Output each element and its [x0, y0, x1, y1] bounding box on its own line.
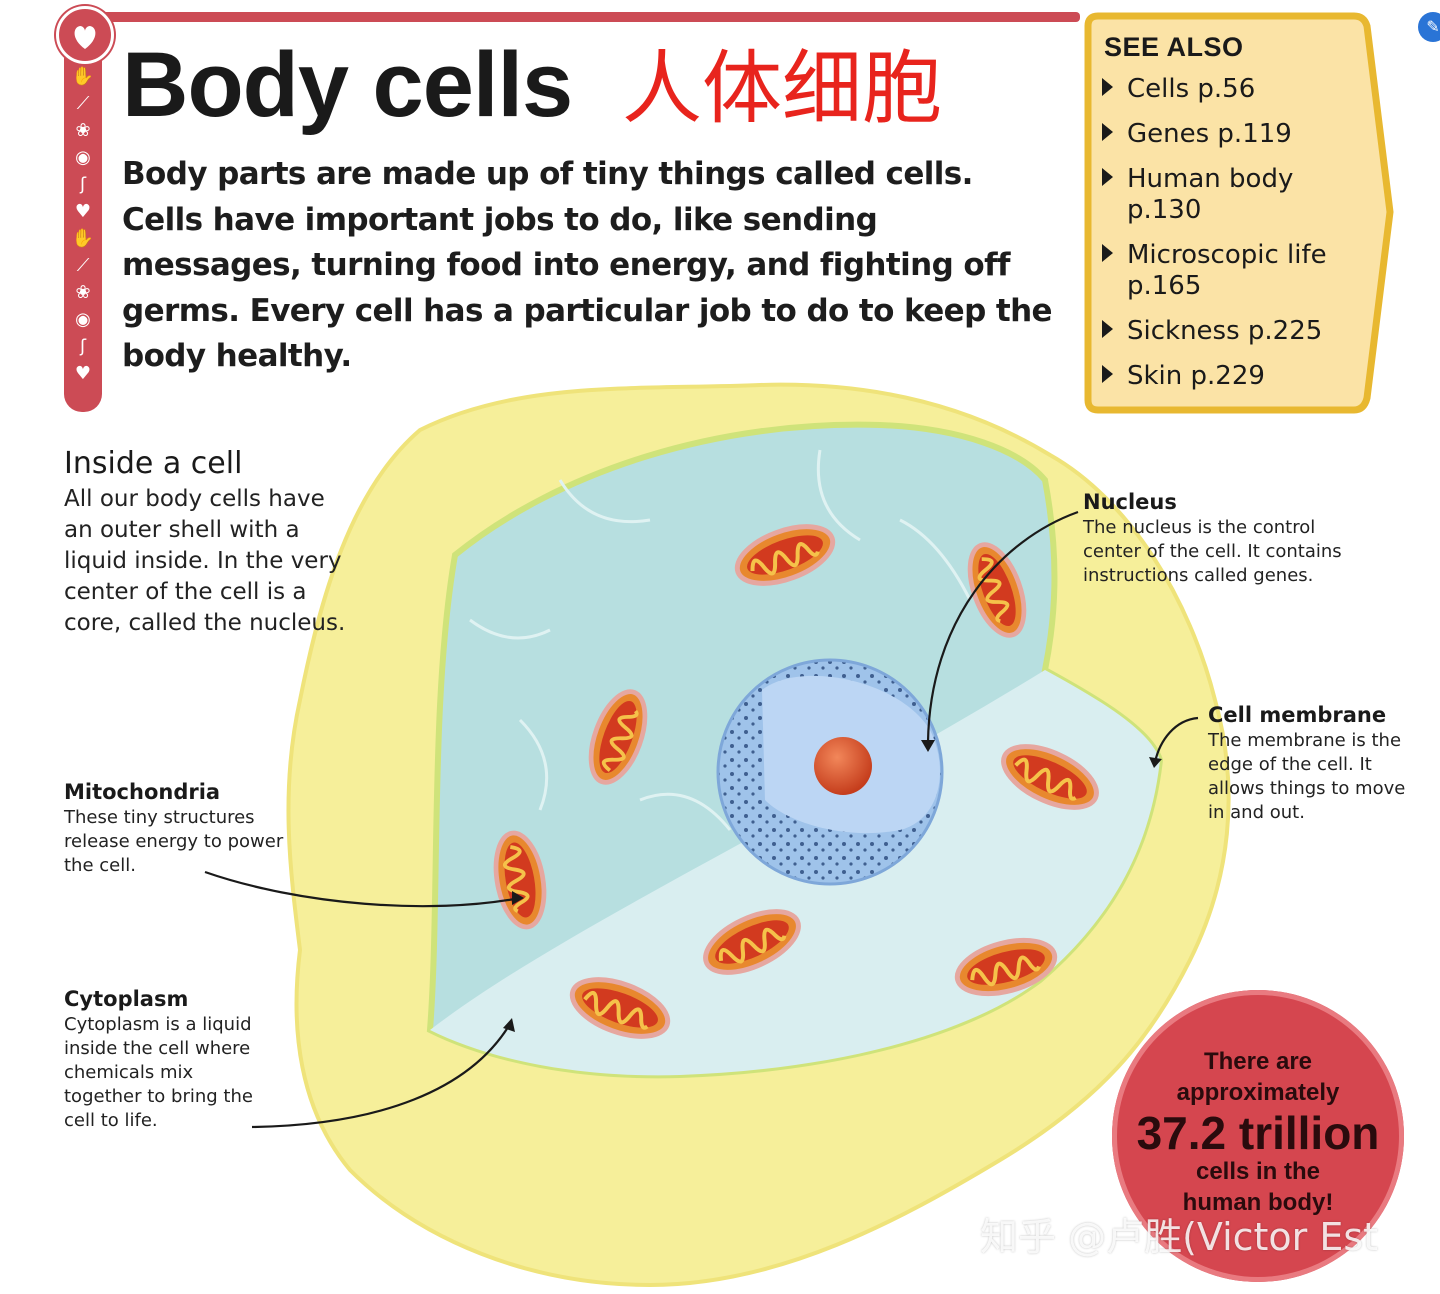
see-also-item[interactable]: Cells p.56: [1102, 74, 1255, 105]
arrow-head-icon: [512, 891, 524, 905]
cytoplasm-label-title: Cytoplasm: [64, 987, 189, 1011]
cytoplasm-pointer: [251, 1023, 511, 1129]
side-tab: ✋ ⟋ ❀ ◉ ʃ ♥ ✋ ⟋ ❀ ◉ ʃ ♥: [64, 14, 102, 412]
triangle-bullet-icon: [1102, 244, 1113, 262]
membrane-label-text: The membrane is the edge of the cell. It…: [1208, 730, 1406, 823]
inside-cell-title: Inside a cell: [64, 446, 243, 481]
triangle-bullet-icon: [1102, 78, 1113, 96]
inside-cell-text: All our body cells have an outer shell w…: [64, 486, 346, 636]
fact-highlight: 37.2 trillion: [1136, 1107, 1380, 1159]
see-also-title: SEE ALSO: [1104, 32, 1244, 62]
nucleus-label-text: The nucleus is the control center of the…: [1083, 517, 1342, 586]
eye-icon: ◉: [75, 309, 91, 330]
arrow-head-icon: [921, 740, 935, 752]
cytoplasm-label-text: Cytoplasm is a liquid inside the cell wh…: [64, 1014, 253, 1131]
fact-line: There are: [1203, 1048, 1313, 1075]
arrow-head-icon: [1149, 757, 1162, 768]
see-also-item-label: Cells p.56: [1127, 74, 1256, 104]
membrane-label-title: Cell membrane: [1208, 703, 1387, 727]
see-also-item-label: Genes p.119: [1127, 119, 1292, 149]
fact-bubble: There are approximately 37.2 trillion ce…: [1112, 990, 1404, 1282]
see-also-item[interactable]: Skin p.229: [1102, 361, 1265, 392]
see-also-background: [1084, 12, 1394, 414]
watermark: 知乎 @卢胜(Victor Est: [980, 1215, 1379, 1259]
nucleolus: [814, 737, 872, 795]
hand-icon: ✋: [71, 228, 95, 249]
bone-icon: ⟋: [76, 93, 90, 114]
see-also-item-page: p.165: [1127, 271, 1202, 301]
ear-icon: ʃ: [79, 336, 87, 357]
arrow-head-icon: [503, 1018, 515, 1032]
nucleus-pointer: [926, 510, 1079, 743]
eye-icon: ◉: [75, 147, 91, 168]
fact-line: human body!: [1182, 1189, 1334, 1216]
see-also-item-label: Skin p.229: [1127, 361, 1265, 391]
brain-icon: ❀: [75, 120, 91, 141]
brain-icon: ❀: [75, 282, 91, 303]
page-title-chinese: 人体细胞: [622, 42, 942, 135]
ear-icon: ʃ: [79, 174, 87, 195]
see-also-item[interactable]: Sickness p.225: [1102, 316, 1322, 347]
fact-line: cells in the: [1195, 1158, 1321, 1185]
bone-icon: ⟋: [76, 255, 90, 276]
see-also-item-label: Human body: [1127, 164, 1294, 194]
mitochondria-label-text: These tiny structures release energy to …: [64, 807, 284, 876]
mitochondria-pointer: [204, 870, 521, 908]
cytoplasm-texture: [469, 449, 972, 831]
heart-icon: [56, 6, 114, 64]
hand-icon: ✋: [71, 66, 95, 87]
top-rule: [88, 12, 1080, 22]
mitochondria-label-title: Mitochondria: [64, 780, 221, 804]
see-also-item-label: Sickness p.225: [1127, 316, 1323, 346]
heart-icon: ♥: [74, 201, 92, 222]
page-title: Body cells: [122, 34, 573, 136]
see-also-item-label: Microscopic life: [1127, 240, 1327, 270]
nucleus-label-title: Nucleus: [1083, 490, 1177, 514]
translate-icon[interactable]: ✎: [1418, 12, 1440, 42]
triangle-bullet-icon: [1102, 320, 1113, 338]
see-also-item[interactable]: Genes p.119: [1102, 119, 1292, 150]
fact-line: approximately: [1176, 1079, 1340, 1106]
membrane-pointer: [1153, 716, 1199, 763]
intro-paragraph: Body parts are made up of tiny things ca…: [122, 156, 1053, 374]
triangle-bullet-icon: [1102, 365, 1113, 383]
triangle-bullet-icon: [1102, 123, 1113, 141]
see-also-item-page: p.130: [1127, 195, 1202, 225]
triangle-bullet-icon: [1102, 168, 1113, 186]
heart-icon: ♥: [74, 363, 92, 384]
